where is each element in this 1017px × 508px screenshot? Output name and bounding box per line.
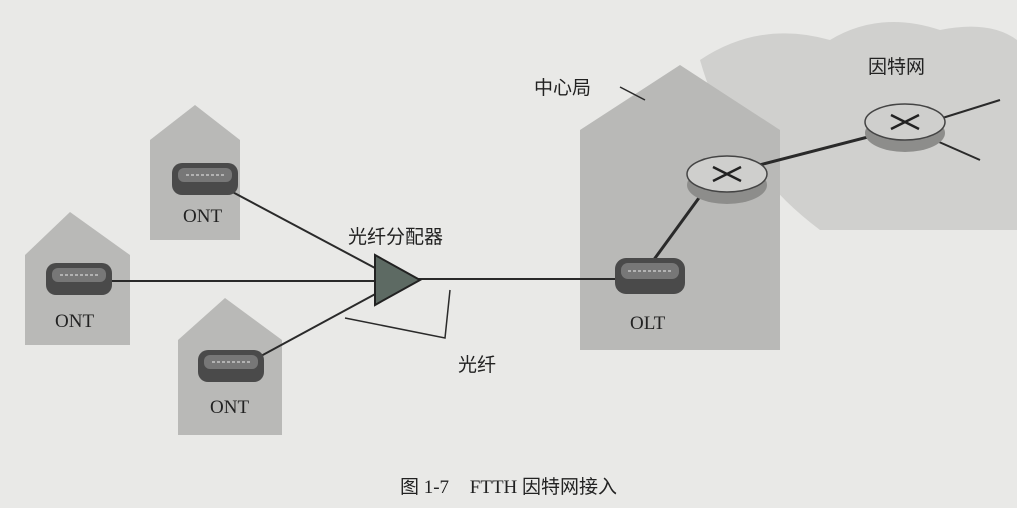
splitter-label: 光纤分配器: [348, 226, 444, 248]
router-icon: [686, 155, 768, 204]
ont-device-icon: [46, 263, 112, 295]
ont-label-left: ONT: [55, 311, 95, 332]
olt-device-icon: [615, 258, 685, 294]
central-office-pointer: [619, 86, 646, 101]
central-office-label: 中心局: [534, 77, 592, 99]
caption-title: FTTH 因特网接入: [469, 477, 618, 498]
ont-label-bottom: ONT: [210, 397, 250, 418]
fiber-link-top: [209, 179, 391, 277]
splitter-icon: [374, 253, 423, 307]
internet-label: 因特网: [868, 56, 926, 78]
router-icon: [864, 103, 946, 152]
ont-label-top: ONT: [183, 206, 223, 227]
caption-number: 图 1-7: [399, 477, 450, 498]
olt-label: OLT: [630, 313, 666, 334]
ont-device-icon: [198, 350, 264, 382]
figure-caption: 图 1-7 FTTH 因特网接入: [0, 472, 1017, 499]
fiber-pointer: [344, 289, 451, 339]
ont-device-icon: [172, 163, 238, 195]
fiber-label: 光纤: [458, 354, 497, 376]
